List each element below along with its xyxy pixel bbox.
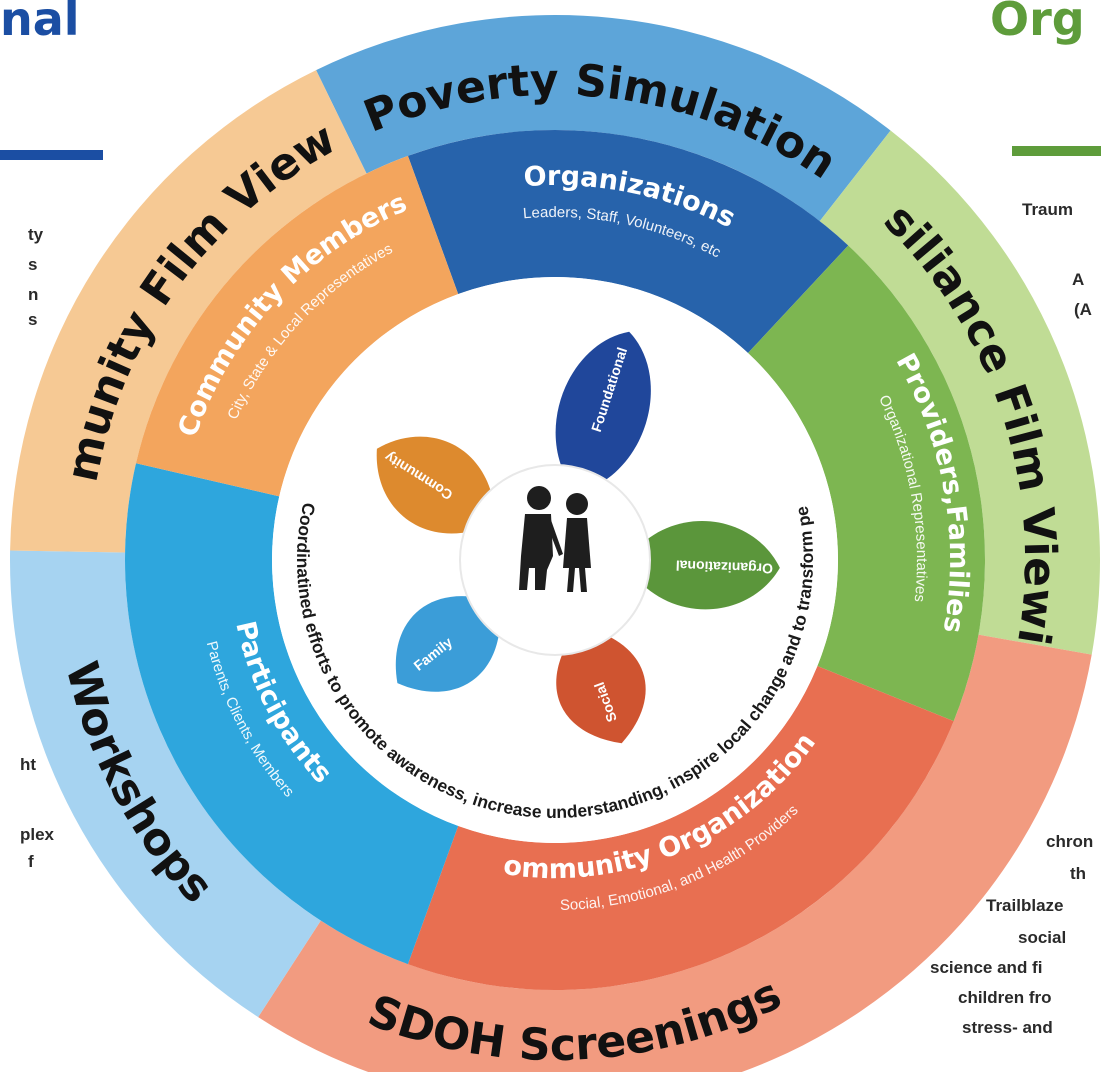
right-text-fragment: (A [1074,300,1092,319]
right-text-fragment: A [1072,270,1085,289]
middle-ring-segment [125,463,459,965]
right-header-underline [1012,146,1101,156]
middle-ring-segment [748,245,985,722]
children-holding-hands-icon [519,486,591,592]
outer-ring-segment [258,634,1092,1072]
outer-ring-segment [819,130,1100,655]
petal: Foundational [555,331,651,494]
petal: Social [556,625,646,744]
petal-label: Organizational [675,558,773,577]
right-header-title: Org [990,0,1085,46]
right-text-fragment: children fro [958,988,1052,1007]
middle-ring-segment [407,130,849,354]
left-text-fragment: s [28,255,38,274]
petal: Family [395,596,501,692]
left-text-fragment: f [28,852,34,871]
middle-ring-segment [407,666,954,990]
right-text-fragment: Trailblaze [986,896,1064,915]
center-circle [459,464,651,656]
outer-ring-segment [9,550,321,1018]
outer-ring-segment [316,14,891,222]
left-text-fragment: ty [28,225,44,244]
left-text-fragment: plex [20,825,55,844]
left-text-fragment: n [28,285,39,304]
left-text-fragment: s [28,310,38,329]
right-text-fragment: stress- and [962,1018,1053,1037]
petal: Organizational [624,520,780,610]
left-text-fragment: ht [20,755,37,774]
right-text-fragment: science and fi [930,958,1043,977]
left-header-title: nal [0,0,80,46]
right-text-fragment: th [1070,864,1087,883]
right-text-fragment: chron [1046,832,1094,851]
middle-ring-segment [136,155,459,497]
right-text-fragment: Traum [1022,200,1074,219]
left-header-underline [0,150,103,160]
petal: Community [376,436,496,534]
right-text-fragment: social [1018,928,1067,947]
outer-ring-segment [10,70,367,553]
